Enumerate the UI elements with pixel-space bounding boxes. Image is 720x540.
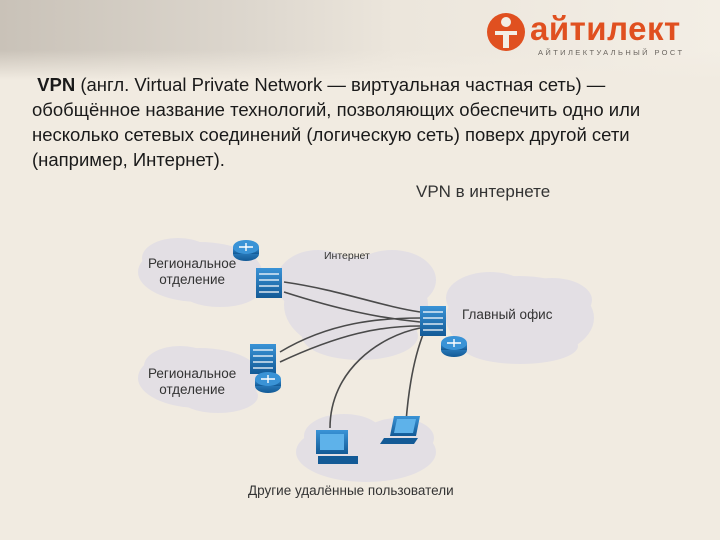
regional-office-cloud-2	[138, 346, 262, 413]
firewall-icon	[256, 268, 282, 298]
regional-office-label-1-line2: отделение	[159, 272, 226, 287]
internet-label: Интернет	[324, 250, 370, 262]
remote-users-label: Другие удалённые пользователи	[248, 483, 454, 498]
internet-cloud	[276, 250, 436, 360]
laptop-icon	[380, 416, 420, 444]
diagram-title: VPN в интернете	[416, 182, 551, 201]
vpn-tunnels	[279, 281, 425, 429]
regional-office-label-2: Региональное отделение	[148, 366, 236, 398]
tunnel-regional-2	[279, 317, 421, 353]
header-banner-fade	[0, 50, 720, 80]
router-icon	[233, 240, 259, 261]
regional-office-label-2-line1: Региональное	[148, 366, 237, 381]
router-icon	[441, 336, 467, 357]
tunnel-regional-2-b	[279, 325, 421, 363]
main-office-label: Главный офис	[462, 307, 553, 322]
brand-logo: айтилект АЙТИЛЕКТУАЛЬНЫЙ РОСТ	[486, 10, 716, 57]
firewall-icon	[250, 344, 276, 374]
desktop-computer-icon	[316, 430, 358, 464]
tunnel-regional-1	[283, 281, 421, 313]
vpn-definition-text: (англ. Virtual Private Network — виртуал…	[32, 74, 641, 170]
regional-office-cloud-1	[138, 238, 262, 307]
regional-office-label-1-line1: Региональное	[148, 256, 237, 271]
logo-wordmark: айтилект	[530, 10, 681, 47]
logo-tagline: АЙТИЛЕКТУАЛЬНЫЙ РОСТ	[538, 48, 685, 57]
main-office-cloud	[446, 272, 594, 364]
firewall-icon	[420, 306, 446, 336]
regional-office-label-1: Региональное отделение	[148, 256, 236, 288]
tunnel-regional-1-b	[283, 291, 421, 323]
regional-office-label-2-line2: отделение	[159, 382, 226, 397]
tunnel-remote-pc	[329, 327, 421, 429]
logo-person-icon	[487, 13, 525, 51]
vpn-term: VPN	[37, 74, 76, 95]
router-icon	[255, 372, 281, 393]
vpn-definition: VPN (англ. Virtual Private Network — вир…	[32, 72, 692, 172]
